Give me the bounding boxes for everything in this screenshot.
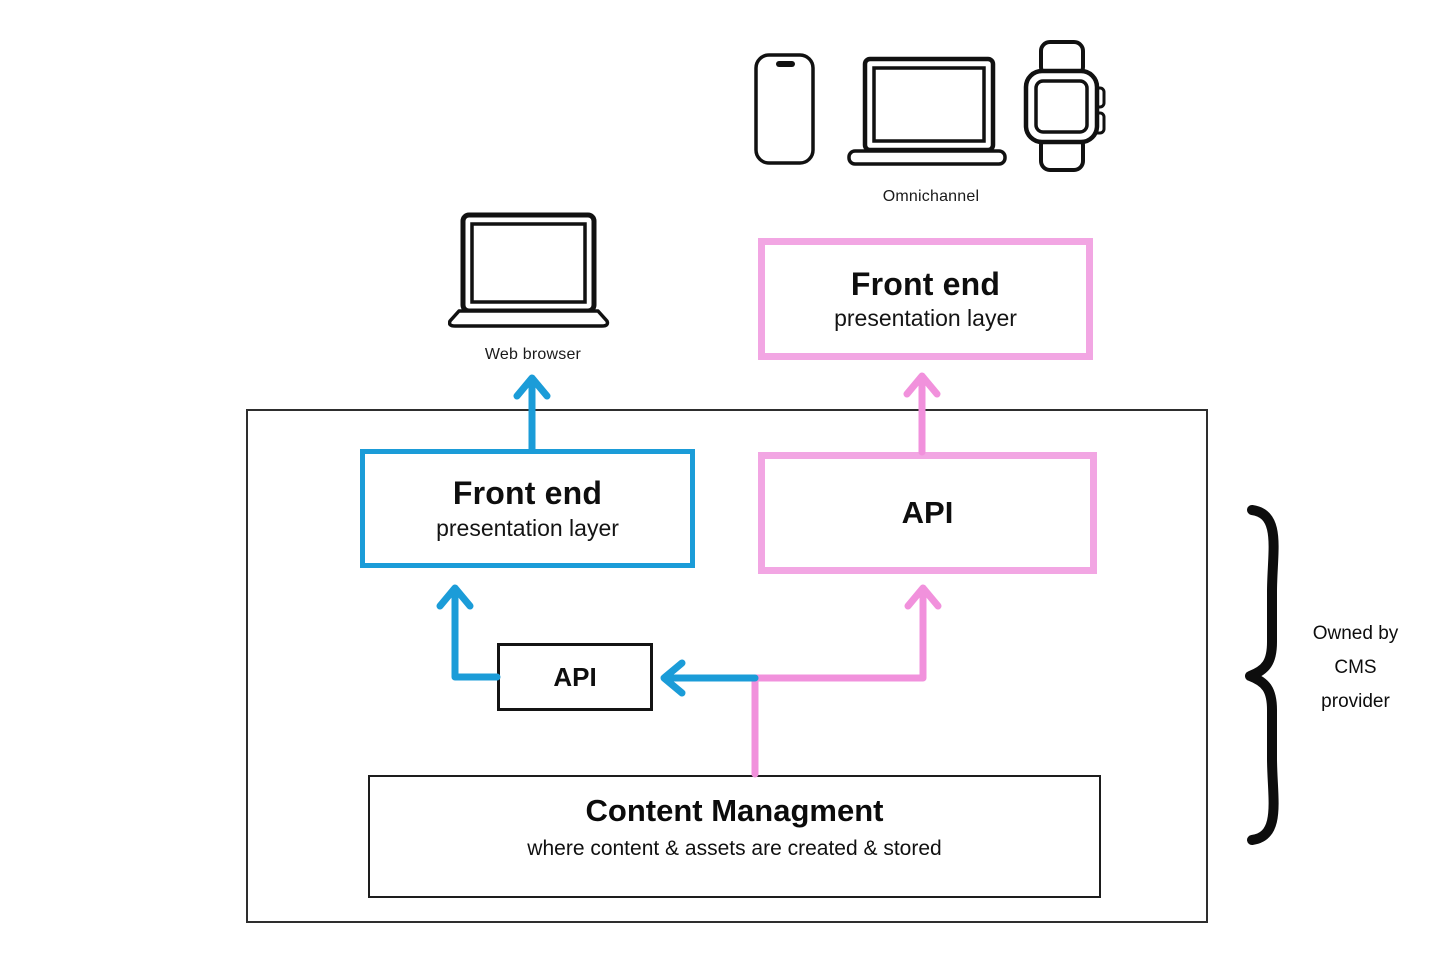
frontend-external-box: Front end presentation layer	[758, 238, 1093, 360]
api-pink-box: API	[758, 452, 1097, 574]
laptop-icon	[847, 56, 1007, 166]
smartphone-icon	[754, 53, 815, 165]
frontend-external-subtitle: presentation layer	[834, 305, 1017, 332]
content-management-subtitle: where content & assets are created & sto…	[527, 837, 942, 860]
laptop-icon	[448, 212, 610, 328]
curly-brace-icon	[1245, 505, 1279, 845]
api-pink-label: API	[901, 495, 954, 530]
smartwatch-icon	[1023, 40, 1106, 172]
frontend-internal-title: Front end	[452, 475, 603, 512]
cms-container-box	[246, 409, 1208, 923]
content-management-title: Content Managment	[585, 793, 884, 828]
api-black-label: API	[553, 661, 597, 692]
owned-by-cms-annotation: Owned by CMS provider	[1293, 617, 1418, 719]
frontend-internal-subtitle: presentation layer	[436, 514, 619, 541]
annotation-line: CMS	[1334, 657, 1377, 678]
frontend-external-title: Front end	[850, 265, 1001, 302]
omnichannel-label: Omnichannel	[882, 188, 980, 205]
annotation-line: Owned by	[1312, 623, 1399, 644]
annotation-line: provider	[1321, 691, 1390, 712]
content-management-box: Content Managment where content & assets…	[368, 775, 1101, 898]
api-black-box: API	[497, 643, 653, 711]
frontend-internal-box: Front end presentation layer	[360, 449, 695, 568]
web-browser-label: Web browser	[484, 346, 582, 363]
